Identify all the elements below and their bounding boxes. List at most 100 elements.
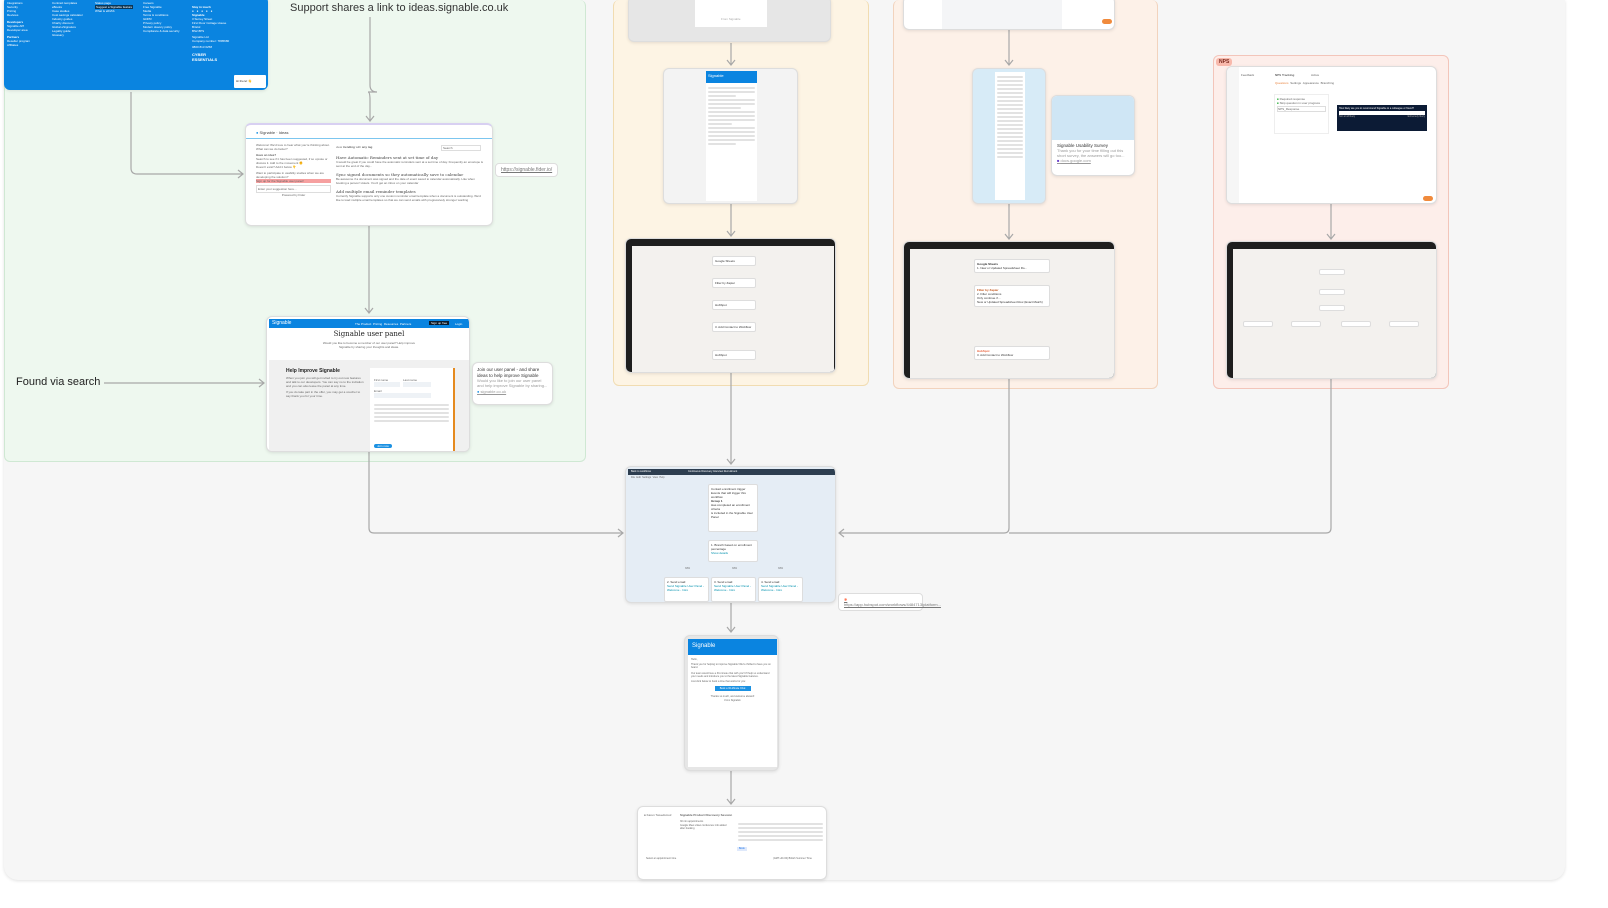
google-form-screenshot[interactable]: [972, 68, 1046, 204]
email-top-screenshot[interactable]: From Signable: [628, 0, 831, 42]
footer-link: Global eSignature: [52, 25, 77, 29]
address-line: BS2 8PS: [192, 29, 205, 33]
branch-label: 33%: [732, 567, 738, 570]
book-chat-button[interactable]: Book a 30-Minute Chat: [714, 686, 751, 692]
signable-survey-form-screenshot[interactable]: Signable: [663, 68, 798, 204]
booking-duration: 30 min appointments: [680, 820, 704, 823]
footer-link: Media: [143, 9, 152, 13]
zap-step[interactable]: HubSpot: [712, 300, 756, 310]
survey-link-preview[interactable]: Signable Usability Survey Thank you for …: [1051, 95, 1135, 176]
zap-step[interactable]: [1319, 269, 1345, 275]
footer-link: What is eIDAS: [95, 9, 115, 13]
last-name-input[interactable]: [403, 382, 431, 387]
first-name-input[interactable]: [374, 382, 400, 387]
email-signature: From Signable: [724, 698, 741, 702]
ideas-header: ● Signable · Ideas: [256, 130, 289, 135]
user-panel-screenshot[interactable]: Signable The Product Pricing Resources P…: [266, 316, 470, 452]
footer-link: Developer area: [7, 28, 28, 32]
booking-page-screenshot[interactable]: ● Karen Tweedsmuir Signable Product Disc…: [637, 806, 827, 880]
zap-step[interactable]: Google Sheets: [712, 256, 756, 266]
signup-button[interactable]: Sign up free: [429, 321, 450, 325]
email-header-logo: Signable: [688, 639, 777, 655]
builder-tabs[interactable]: Questions Settings Appearance Branching: [1275, 81, 1335, 85]
footer-link: Free Signable: [143, 5, 162, 9]
link-desc: Would you like to join our user panel an…: [477, 378, 548, 388]
email-input[interactable]: [374, 393, 431, 398]
zap-step[interactable]: [1341, 321, 1371, 327]
user-panel-link-preview[interactable]: Join our user panel - and share ideas to…: [472, 362, 553, 405]
welcome-text: Welcome! We'd love to hear what you're t…: [256, 143, 330, 151]
panel-subtitle: Would you like to become a member of our…: [322, 341, 416, 349]
usability-prompt: Want to participate in usability studies…: [256, 171, 324, 179]
field-input[interactable]: NPS_Response: [1277, 106, 1326, 112]
branch-action[interactable]: 1. Branch based on enrollment percentage…: [708, 540, 758, 562]
search-input[interactable]: Search: [441, 145, 481, 151]
idea-item[interactable]: Add multiple email reminder templates Cu…: [336, 189, 484, 202]
booking-host: ● Karen Tweedsmuir: [644, 813, 672, 817]
nps-question: How likely are you to recommend Signable…: [1339, 107, 1414, 110]
zap-step[interactable]: [1319, 289, 1345, 295]
hubspot-workflow-screenshot[interactable]: Back to workflows Continuous Discovery I…: [625, 466, 836, 603]
filters[interactable]: view trending with any tag: [336, 145, 373, 149]
footer-link: Terms & conditions: [143, 13, 169, 17]
zap-step[interactable]: [1243, 321, 1273, 327]
ideas-portal-screenshot[interactable]: ● Signable · Ideas Welcome! We'd love to…: [245, 123, 493, 226]
zap-step[interactable]: [1319, 305, 1345, 311]
nps-survey-builder-screenshot[interactable]: Feedback NPS Tracking Active Questions S…: [1226, 66, 1437, 204]
join-button[interactable]: Join now: [374, 444, 392, 448]
zap-step[interactable]: [1291, 321, 1321, 327]
user-panel-link[interactable]: Sign up for the Signable user panel!: [256, 179, 331, 183]
address-line: First Floor Cottage House: [192, 21, 227, 25]
back-link[interactable]: Back to workflows: [631, 470, 652, 473]
hubspot-url-link[interactable]: ✱ https://app.hubspot.com/workflows/4484…: [838, 593, 941, 611]
footer-heading: Stay in touch: [192, 5, 211, 9]
toggle-icon[interactable]: ■: [1277, 101, 1279, 105]
signable-footer-screenshot[interactable]: Integrations Security Pricing Reviews De…: [4, 0, 268, 90]
question-settings: ■ Required response ■ Skip question in u…: [1274, 94, 1329, 134]
workflow-menu[interactable]: File Edit Settings View Help: [631, 476, 665, 479]
footer-link: Modern slavery policy: [143, 25, 173, 29]
toggle-icon[interactable]: ■: [1277, 97, 1279, 101]
google-forms-icon: ■: [1057, 158, 1060, 163]
link-url: signable.co.uk: [480, 389, 507, 394]
email-thanks: Thanks so much, and welcome aboard!: [710, 695, 755, 699]
idea-item[interactable]: Have Automatic Reminders sent at set tim…: [336, 155, 484, 168]
zap-step[interactable]: [1389, 321, 1419, 327]
footer-link: Careers: [143, 1, 154, 5]
link-url: docs.google.com: [1060, 158, 1091, 163]
google-form-admin-screenshot[interactable]: [903, 0, 1115, 30]
nav-links[interactable]: The Product Pricing Resources Partners: [355, 322, 412, 326]
zap-step[interactable]: HubSpot: [712, 350, 756, 360]
help-button[interactable]: [1423, 196, 1433, 201]
suggestion-input[interactable]: Enter your suggestion here...: [256, 185, 331, 193]
timezone-select[interactable]: (GMT+01:00) British Summer Time: [773, 857, 812, 860]
zapier-zap-screenshot[interactable]: Google Sheets Filter by Zapier HubSpot 3…: [625, 238, 836, 373]
help-button[interactable]: [1102, 19, 1112, 24]
help-body2: If you do take part in the offer, you ma…: [286, 390, 361, 398]
email-cta-text: Just click below to book a time that wor…: [691, 680, 746, 684]
chat-widget[interactable]: Hi there! 👋: [234, 75, 266, 88]
address-line: Bristol: [192, 25, 201, 29]
welcome-email-screenshot[interactable]: Signable Hello, Thank you for helping to…: [684, 635, 779, 771]
footer-heading: Partners: [7, 35, 20, 39]
book-button[interactable]: Book: [737, 847, 747, 851]
zap-step[interactable]: Filter by Zapier: [712, 278, 756, 288]
step: Doesn't exist? Add it below 👇: [256, 165, 297, 169]
footer-link: Legality guide: [52, 29, 71, 33]
zapier-zap-screenshot-3[interactable]: [1226, 241, 1437, 379]
ideas-url-link[interactable]: https://signable.fider.io/: [495, 163, 559, 177]
email-label: Email: [374, 389, 382, 393]
idea-item[interactable]: Sync signed documents so they automatica…: [336, 172, 484, 185]
survey-header-logo: Signable: [706, 71, 757, 83]
login-link[interactable]: Login: [455, 322, 463, 326]
zap-step[interactable]: 3. Add Contact to Workflow: [712, 322, 756, 332]
idea-title: Have Automatic Reminders sent at set tim…: [336, 155, 439, 160]
